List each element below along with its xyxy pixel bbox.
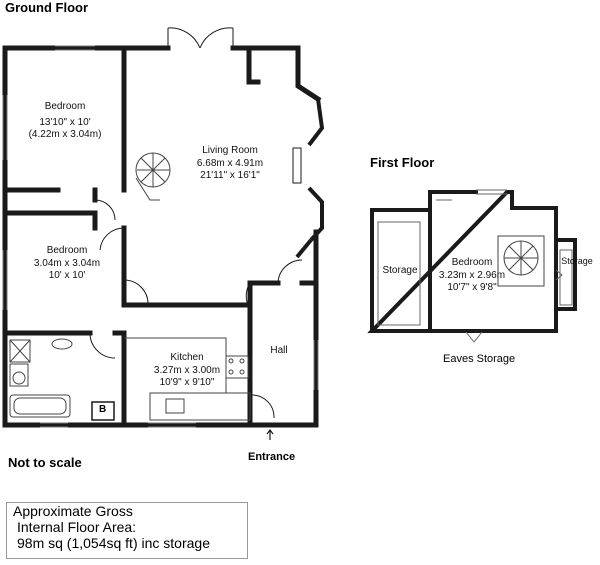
- windows: [2, 45, 319, 428]
- room-metric: 6.68m x 4.91m: [196, 157, 264, 169]
- entrance-arrow: [266, 429, 274, 440]
- eaves-storage-label: Eaves Storage: [443, 353, 516, 365]
- room-metric: 3.04m x 3.04m: [33, 257, 101, 269]
- kitchen-counters: [124, 337, 251, 421]
- room-first-bedroom: Bedroom 3.23m x 2.96m 10'7" x 9'8": [432, 257, 512, 295]
- french-doors: [167, 27, 234, 49]
- bay-windows: [295, 85, 325, 259]
- entrance-label: Entrance: [248, 451, 296, 463]
- fireplace: [292, 147, 302, 184]
- area-line-3: 98m sq (1,054sq ft) inc storage: [17, 535, 210, 551]
- room-imperial: 21'11" x 16'1": [200, 170, 260, 181]
- room-storage-left: Storage: [378, 265, 422, 278]
- room-bedroom-1: Bedroom 13'10" x 10' (4.22m x 3.04m): [20, 101, 110, 142]
- room-name: Bedroom: [451, 257, 493, 268]
- room-name: Storage: [382, 265, 418, 276]
- spiral-stair-ground: [135, 152, 171, 201]
- spiral-stair-first: [497, 235, 545, 287]
- boiler-box: [91, 401, 115, 421]
- room-name: Hall: [270, 345, 288, 356]
- room-name: Storage: [561, 256, 593, 266]
- room-name: Bedroom: [46, 245, 88, 256]
- room-imperial: 13'10" x 10': [39, 116, 91, 128]
- first-floor-walls: [367, 190, 577, 333]
- boiler-label: B: [99, 404, 107, 415]
- room-hall: Hall: [264, 345, 294, 358]
- not-to-scale-label: Not to scale: [8, 455, 82, 470]
- area-line-2: Internal Floor Area:: [17, 519, 137, 535]
- room-bedroom-2: Bedroom 3.04m x 3.04m 10' x 10': [22, 245, 112, 283]
- room-metric: (4.22m x 3.04m): [28, 129, 102, 140]
- room-storage-right: Storage: [557, 255, 597, 268]
- room-name: Living Room: [202, 145, 258, 156]
- first-floor-details: [377, 189, 573, 343]
- area-line-1: Approximate Gross: [13, 503, 133, 519]
- room-imperial: 10'9" x 9'10": [159, 377, 215, 388]
- room-imperial: 10' x 10': [48, 270, 86, 281]
- room-name: Kitchen: [170, 352, 204, 363]
- ground-floor-title: Ground Floor: [5, 0, 89, 15]
- room-imperial: 10'7" x 9'8": [447, 282, 497, 293]
- room-kitchen: Kitchen 3.27m x 3.00m 10'9" x 9'10": [142, 352, 232, 390]
- floor-area-box: Approximate Gross Internal Floor Area: 9…: [6, 502, 248, 559]
- room-metric: 3.23m x 2.96m: [438, 269, 506, 281]
- internal-doors: [89, 199, 303, 419]
- room-name: Bedroom: [44, 101, 86, 112]
- room-metric: 3.27m x 3.00m: [153, 364, 221, 376]
- bathroom-fixtures: [9, 338, 73, 418]
- ground-floor-walls: [2, 45, 322, 428]
- room-living: Living Room 6.68m x 4.91m 21'11" x 16'1": [180, 145, 280, 183]
- first-floor-title: First Floor: [370, 155, 435, 170]
